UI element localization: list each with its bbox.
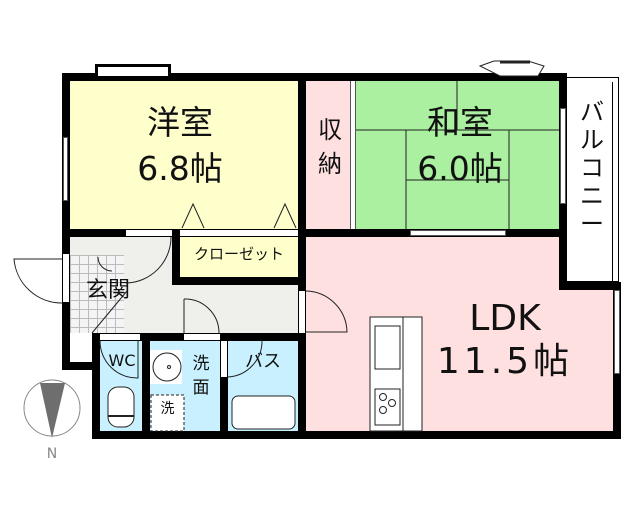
storage-divider [350, 81, 356, 229]
entrance-name: 玄関 [85, 278, 130, 303]
balcony-name: バルコニー [580, 98, 604, 238]
opening-ldk-door [299, 291, 305, 333]
western-room-name: 洋室 [147, 103, 213, 142]
balcony [565, 77, 619, 282]
wc-wall-right [142, 333, 150, 439]
closet-wall-left [172, 229, 180, 285]
window-japanese-right [560, 108, 566, 204]
wet-area-wall-left [92, 333, 100, 439]
wall-ldk-step [559, 282, 621, 290]
balcony-rail [567, 82, 613, 282]
washer-name: 洗 [160, 401, 175, 417]
outer-wall-top-left [62, 73, 306, 81]
window-western-top [95, 64, 171, 76]
outer-wall-left [62, 73, 70, 368]
entrance-tiles [70, 255, 124, 333]
entrance-wall-bottom [62, 362, 100, 370]
window-japanese-bottom [410, 230, 506, 236]
opening-wc [100, 334, 140, 340]
outer-wall-top-right [298, 73, 567, 81]
washroom-name-1: 洗 [192, 354, 210, 374]
washroom-wall-right [220, 333, 228, 439]
closet-name: クローゼット [193, 245, 284, 263]
storage-name-1: 収 [318, 116, 342, 144]
ldk-size: 11.5帖 [436, 341, 574, 382]
wall-middle-horizontal [62, 229, 567, 237]
window-ldk-right [614, 290, 620, 374]
western-room [70, 81, 298, 229]
opening-closet-top [180, 230, 298, 236]
japanese-room-size: 6.0帖 [417, 149, 503, 188]
compass-label: N [46, 446, 58, 462]
western-room-size: 6.8帖 [137, 149, 223, 188]
japanese-room-name: 和室 [427, 103, 493, 142]
opening-bath [221, 341, 227, 377]
storage-room [306, 81, 356, 229]
entrance-storage [70, 337, 92, 362]
compass-icon [23, 379, 81, 438]
storage-name-2: 納 [318, 150, 342, 178]
wc-name: WC [108, 351, 136, 370]
window-western-left [63, 137, 68, 201]
ldk-name: LDK [469, 298, 541, 339]
opening-entrance-door [63, 254, 69, 302]
closet-room [180, 237, 298, 277]
washroom-name-2: 面 [192, 378, 210, 398]
wall-center-vertical [298, 73, 306, 439]
outer-wall-bottom [92, 431, 621, 439]
opening-hall-top [126, 230, 172, 236]
closet-wall-bottom [172, 277, 298, 285]
bath-name: バス [245, 351, 281, 372]
opening-washroom [184, 334, 220, 340]
